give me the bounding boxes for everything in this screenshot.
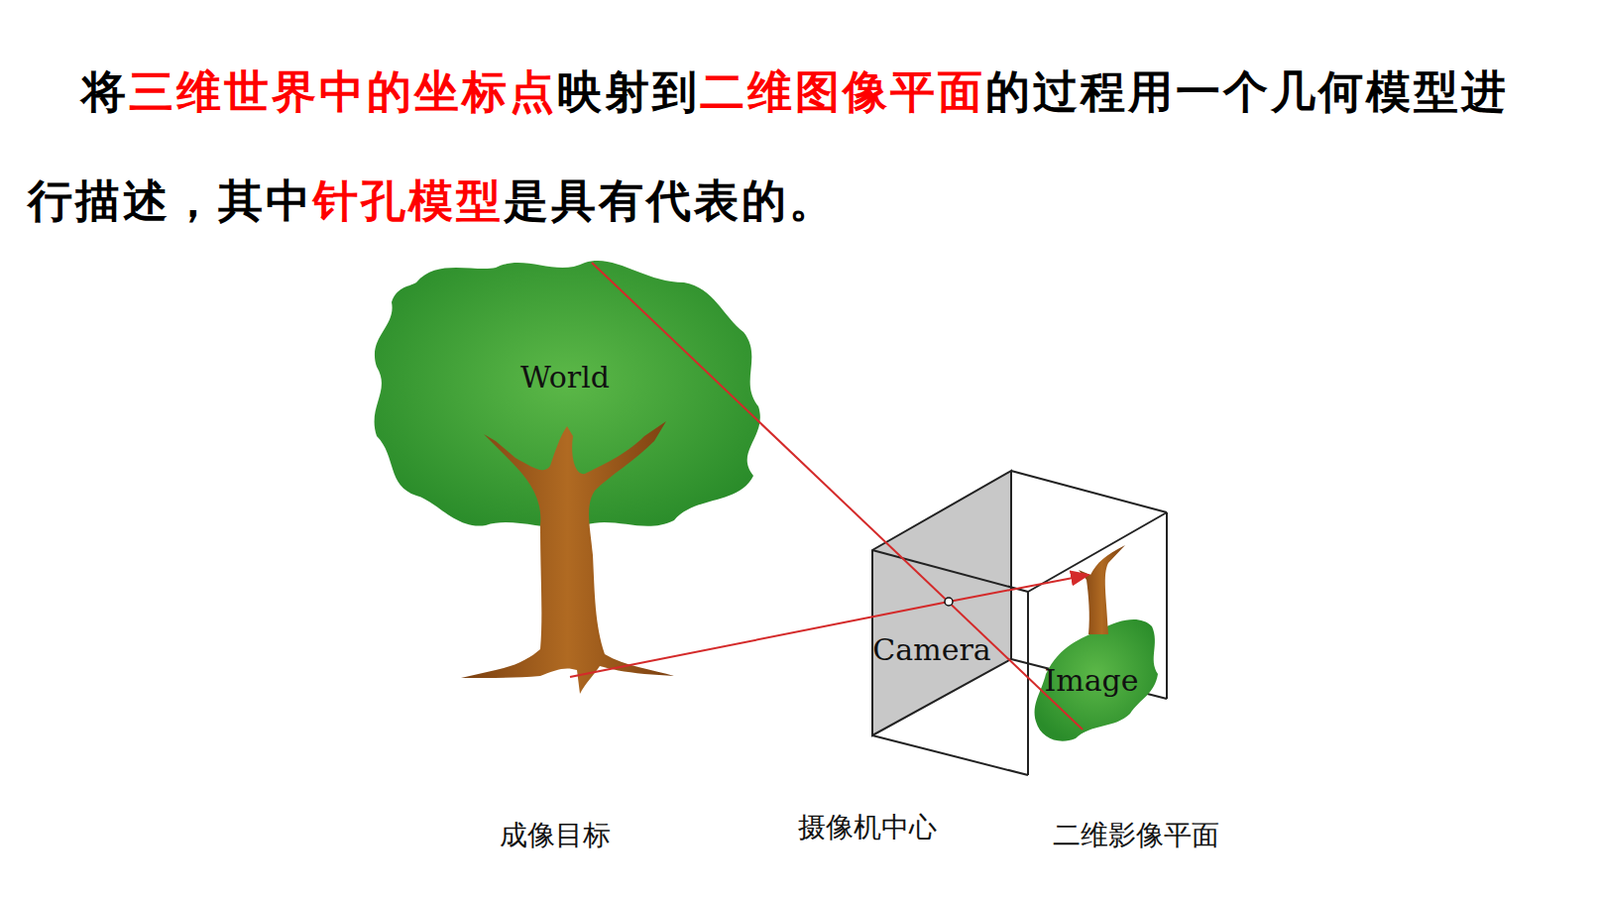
- image-label: Image: [1043, 663, 1139, 698]
- highlight-text: 三维世界中的坐标点: [128, 65, 558, 118]
- camera-label: Camera: [872, 632, 991, 668]
- caption-label: 摄像机中心: [798, 808, 937, 847]
- pinhole: [944, 597, 953, 606]
- heading-text: 将: [81, 65, 129, 118]
- heading-text: 是具有代表的。: [503, 174, 837, 228]
- light-rays: [570, 262, 1089, 730]
- caption-label: 成像目标: [499, 816, 611, 855]
- heading-paragraph: 将三维世界中的坐标点映射到二维图像平面的过程用一个几何模型进行描述，其中针孔模型…: [27, 37, 1545, 256]
- image-canopy: [1034, 619, 1158, 742]
- camera-box-edges: [872, 470, 1167, 776]
- caption-label: 二维影像平面: [1052, 816, 1220, 855]
- highlight-text: 针孔模型: [313, 174, 504, 228]
- heading-text: 映射到: [557, 65, 700, 118]
- highlight-text: 二维图像平面: [699, 65, 986, 118]
- tree-trunk: [460, 421, 675, 694]
- world-label: World: [520, 359, 610, 395]
- image-trunk: [1078, 545, 1126, 635]
